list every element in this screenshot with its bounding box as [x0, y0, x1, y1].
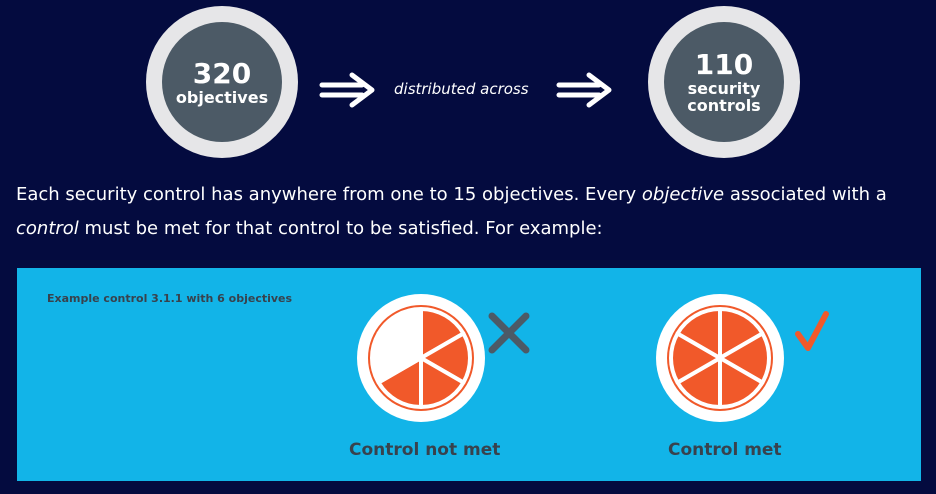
- x-mark-icon: [488, 312, 530, 354]
- met-label: Control met: [668, 440, 782, 460]
- controls-label-line1: security: [687, 79, 761, 98]
- right-arrow-icon: [556, 72, 612, 108]
- controls-label-line2: controls: [687, 96, 761, 115]
- intro-paragraph: Each security control has anywhere from …: [16, 178, 916, 246]
- not-met-label: Control not met: [349, 440, 501, 460]
- right-arrow-icon: [319, 72, 375, 108]
- met-slices: [667, 305, 773, 411]
- intro-control-word: control: [16, 218, 79, 239]
- controls-count: 110: [694, 48, 754, 81]
- connector-text: distributed across: [394, 80, 529, 98]
- met-pie: [656, 294, 829, 422]
- intro-text-2: associated with a: [724, 184, 887, 205]
- not-met-slices: [368, 305, 474, 411]
- intro-text-3: must be met for that control to be satis…: [78, 218, 603, 239]
- example-caption: Example control 3.1.1 with 6 objectives: [47, 292, 293, 305]
- intro-objective-word: objective: [641, 184, 725, 205]
- objectives-label: objectives: [175, 87, 269, 107]
- not-met-pie: [357, 294, 530, 422]
- example-panel: Example control 3.1.1 with 6 objectives …: [17, 268, 921, 481]
- intro-text-1: Each security control has anywhere from …: [16, 184, 642, 205]
- check-mark-icon: [795, 311, 829, 351]
- objectives-stat-core: 320 objectives: [162, 22, 282, 142]
- objective-slice-met: [675, 307, 722, 360]
- controls-stat-circle: 110 security controls: [648, 6, 800, 158]
- controls-stat-core: 110 security controls: [664, 22, 784, 142]
- objectives-stat-circle: 320 objectives: [146, 6, 298, 158]
- objective-slice-unmet: [376, 307, 423, 360]
- objectives-count: 320: [192, 56, 252, 90]
